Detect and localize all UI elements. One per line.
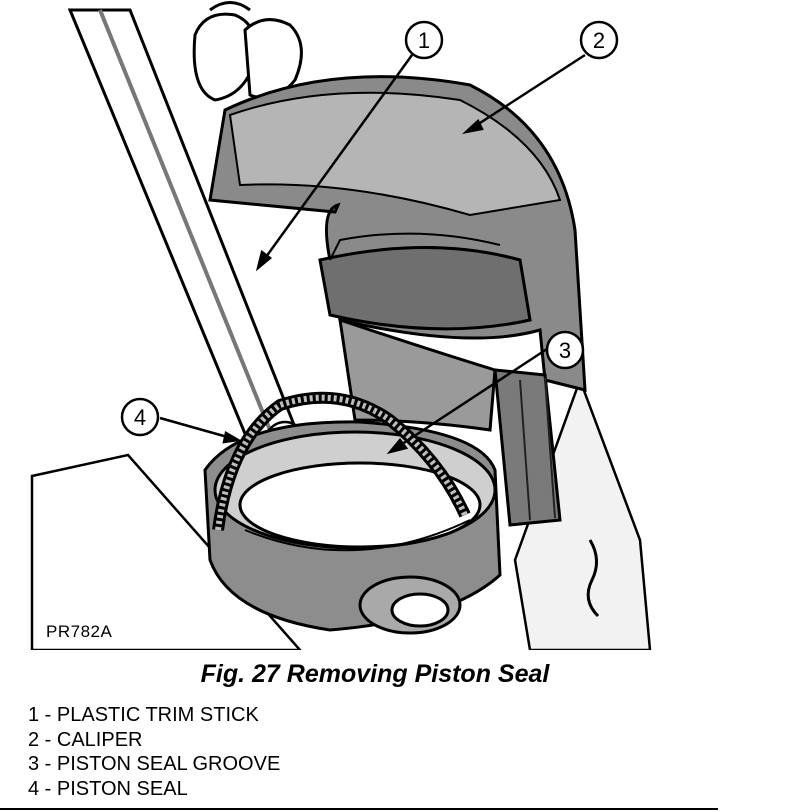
callout-4-number: 4 <box>134 405 146 430</box>
legend-item-3: 3 - PISTON SEAL GROOVE <box>28 753 281 775</box>
hand <box>192 1 303 102</box>
callout-3-number: 3 <box>559 338 571 363</box>
callout-2: 2 <box>579 20 619 60</box>
callout-2-number: 2 <box>593 28 605 53</box>
figure-caption: Fig. 27 Removing Piston Seal <box>200 660 550 688</box>
callout-legend: 1 - PLASTIC TRIM STICK 2 - CALIPER 3 - P… <box>28 703 280 801</box>
callout-1-number: 1 <box>418 28 430 53</box>
bottom-rule <box>0 808 718 810</box>
piston-bore <box>203 420 502 635</box>
bench-surface <box>30 376 652 650</box>
leader-lines <box>159 53 586 455</box>
legend-item-4: 4 - PISTON SEAL <box>28 777 188 800</box>
callout-3: 3 <box>545 330 585 370</box>
callout-1: 1 <box>404 20 444 60</box>
piston-seal-illustration: 1 2 3 4 <box>30 1 652 650</box>
illustration-code: PR782A <box>46 622 113 641</box>
callout-4: 4 <box>120 397 160 437</box>
piston-seal <box>212 391 471 531</box>
legend-item-1: 1 - PLASTIC TRIM STICK <box>28 704 259 726</box>
legend-item-2: 2 - CALIPER <box>28 728 143 751</box>
